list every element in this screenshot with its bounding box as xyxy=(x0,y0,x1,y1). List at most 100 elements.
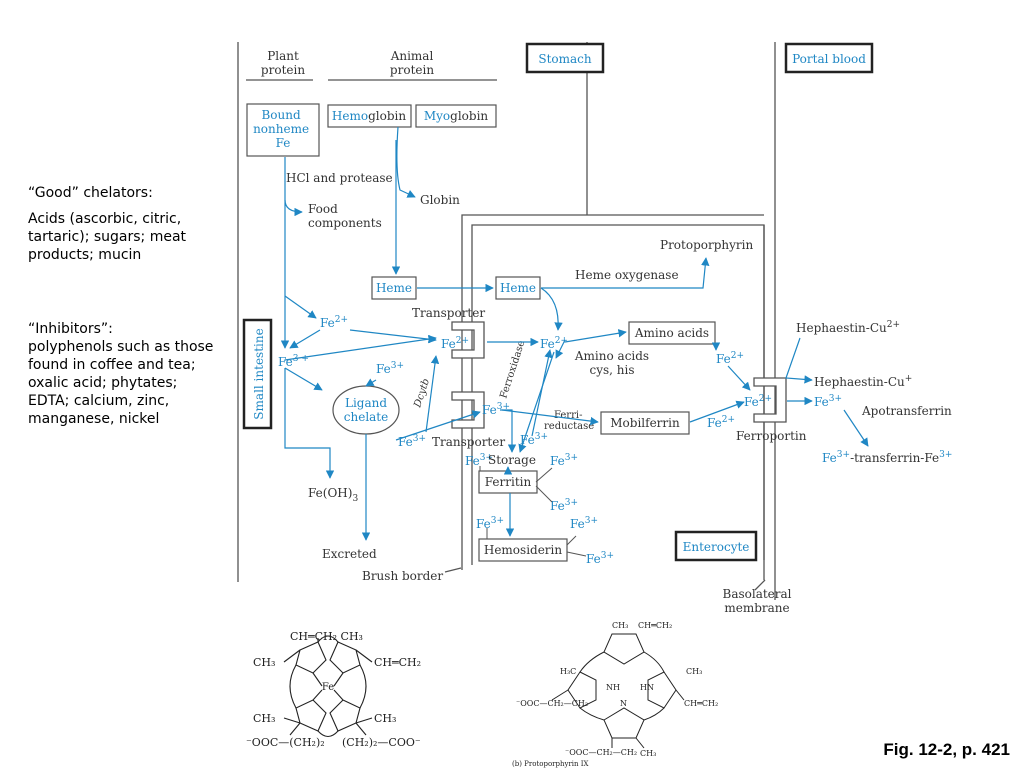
inhibitors-note: “Inhibitors”: polyphenols such as those … xyxy=(28,320,220,436)
svg-text:Hemoglobin: Hemoglobin xyxy=(332,109,406,123)
flow-arrows xyxy=(280,126,869,541)
svg-text:Hemosiderin: Hemosiderin xyxy=(484,543,563,557)
fe3-chelate-bottom: Fe3+ xyxy=(398,434,426,449)
fe3-transferrin-label: Fe3+-transferrin-Fe3+ xyxy=(822,450,952,465)
ferroxidase-label: Ferroxidase xyxy=(498,339,527,400)
svg-text:CH₃: CH₃ xyxy=(253,656,275,669)
connector-lines xyxy=(479,466,587,557)
svg-text:Mobilferrin: Mobilferrin xyxy=(610,416,680,430)
good-chelators-note: “Good” chelators: Acids (ascorbic, citri… xyxy=(28,184,220,272)
fe3-lumen: Fe3 + xyxy=(278,354,309,369)
mobilferrin-box: Mobilferrin xyxy=(600,411,690,435)
fe3-ferritin-right: Fe3+ xyxy=(550,498,578,513)
fe3-hemosiderin-right: Fe3+ xyxy=(586,551,614,566)
fe3-hemosiderin-top: Fe3+ xyxy=(570,516,598,531)
svg-text:Portal blood: Portal blood xyxy=(792,52,866,66)
heme-box-right: Heme xyxy=(495,276,541,300)
svg-text:H₃C: H₃C xyxy=(560,667,576,676)
inhibitors-body: polyphenols such as those found in coffe… xyxy=(28,339,214,427)
apotransferrin-label: Apotransferrin xyxy=(861,404,952,418)
stomach-box: Stomach xyxy=(525,42,605,74)
globin-label: Globin xyxy=(420,193,460,207)
protoporphyrin-label: Protoporphyrin xyxy=(660,238,753,252)
svg-text:CH₃: CH₃ xyxy=(612,621,628,630)
fe3-storage-right: Fe3+ xyxy=(550,453,578,468)
svg-text:Enterocyte: Enterocyte xyxy=(683,540,750,554)
svg-text:Heme: Heme xyxy=(376,281,412,295)
heme-oxygenase-label: Heme oxygenase xyxy=(575,268,679,282)
figure-label: Fig. 12-2, p. 421 xyxy=(883,740,1010,759)
svg-text:CH═CH₂: CH═CH₂ xyxy=(684,699,718,708)
transporter-bottom xyxy=(451,391,485,429)
fe2-transporter: Fe2+ xyxy=(441,336,469,351)
svg-text:Bound nonheme Fe: Bound nonheme Fe xyxy=(253,108,313,150)
good-chelators-title: “Good” chelators: xyxy=(28,185,153,201)
transporter-bottom-label: Transporter xyxy=(432,435,505,449)
brush-border-label: Brush border xyxy=(362,569,443,583)
svg-text:⁻OOC—CH₂—CH₂: ⁻OOC—CH₂—CH₂ xyxy=(565,748,637,757)
svg-text:CH═CH₂ CH₃: CH═CH₂ CH₃ xyxy=(290,630,363,643)
svg-text:CH═CH₂: CH═CH₂ xyxy=(638,621,672,630)
svg-text:(CH₂)₂—COO⁻: (CH₂)₂—COO⁻ xyxy=(342,736,421,749)
ferrireductase-label: Ferri-reductase xyxy=(544,410,594,432)
fe3-storage-left: Fe3+ xyxy=(465,453,493,468)
heme-structure: Fe CH═CH₂ CH₃ CH₃ CH═CH₂ CH₃ CH₃ ⁻OOC—(C… xyxy=(246,630,421,749)
portal-blood-box: Portal blood xyxy=(784,42,874,74)
fe3-transporter: Fe3+ xyxy=(482,402,510,417)
svg-text:Small intestine: Small intestine xyxy=(252,328,266,419)
heme-box-left: Heme xyxy=(371,276,417,300)
ferroportin-label: Ferroportin xyxy=(736,429,807,443)
transporter-top xyxy=(451,321,485,359)
amino-acids-box: Amino acids xyxy=(628,321,716,345)
svg-text:Fe: Fe xyxy=(322,682,334,693)
fe2-ferroportin: Fe2+ xyxy=(744,394,772,409)
hephaestin-cu-label: Hephaestin-Cu+ xyxy=(814,374,912,389)
ferroportin-channel xyxy=(753,377,787,423)
feoh3-label: Fe(OH)3 xyxy=(308,486,358,504)
hcl-protease-label: HCl and protease xyxy=(286,171,393,185)
myoglobin-box: Myoglobin xyxy=(415,104,497,128)
small-intestine-box: Small intestine xyxy=(242,318,273,430)
svg-text:Amino acids: Amino acids xyxy=(634,326,709,340)
svg-text:CH₃: CH₃ xyxy=(253,712,275,725)
svg-text:Heme: Heme xyxy=(500,281,536,295)
fe2-lumen: Fe2+ xyxy=(320,315,348,330)
hephaestin-cu2-label: Hephaestin-Cu2+ xyxy=(796,320,900,335)
protoporphyrin-ix-structure: CH₃ CH═CH₂ H₃C CH₃ CH═CH₂ ⁻OOC—CH₂—CH₂ ⁻… xyxy=(512,621,718,768)
svg-text:CH₃: CH₃ xyxy=(686,667,702,676)
svg-text:HN: HN xyxy=(640,683,654,692)
transporter-top-label: Transporter xyxy=(412,306,485,320)
fe3-blood: Fe3+ xyxy=(814,394,842,409)
compartment-lines xyxy=(237,42,776,600)
svg-text:CH₃: CH₃ xyxy=(374,712,396,725)
fe3-chelate-top: Fe3+ xyxy=(376,361,404,376)
svg-text:⁻OOC—CH₂—CH₂: ⁻OOC—CH₂—CH₂ xyxy=(516,699,588,708)
svg-text:CH₃: CH₃ xyxy=(640,749,656,758)
svg-text:Ferritin: Ferritin xyxy=(485,475,532,489)
hemoglobin-box: Hemoglobin xyxy=(327,104,412,128)
fe2-mobilferrin: Fe2+ xyxy=(707,415,735,430)
ferritin-box: Ferritin xyxy=(478,470,538,494)
enterocyte-box: Enterocyte xyxy=(674,530,758,562)
bound-nonheme-fe-box: Bound nonheme Fe xyxy=(246,103,320,157)
fe-ion-labels: Fe2+ Fe3 + Fe3+ Fe3+ Fe2+ Fe3+ Fe2+ Fe3+… xyxy=(278,315,842,566)
storage-label: Storage xyxy=(488,453,536,467)
fe2-amino-acids: Fe2+ xyxy=(716,351,744,366)
svg-text:Myoglobin: Myoglobin xyxy=(424,109,489,123)
svg-text:CH═CH₂: CH═CH₂ xyxy=(374,656,421,669)
svg-text:Stomach: Stomach xyxy=(538,52,592,66)
svg-text:N: N xyxy=(620,699,627,708)
svg-text:(b) Protoporphyrin IX: (b) Protoporphyrin IX xyxy=(512,760,589,768)
svg-text:⁻OOC—(CH₂)₂: ⁻OOC—(CH₂)₂ xyxy=(246,736,325,749)
hemosiderin-box: Hemosiderin xyxy=(478,538,568,562)
inhibitors-title: “Inhibitors”: xyxy=(28,321,113,337)
fe2-cytosol: Fe2+ xyxy=(540,336,568,351)
